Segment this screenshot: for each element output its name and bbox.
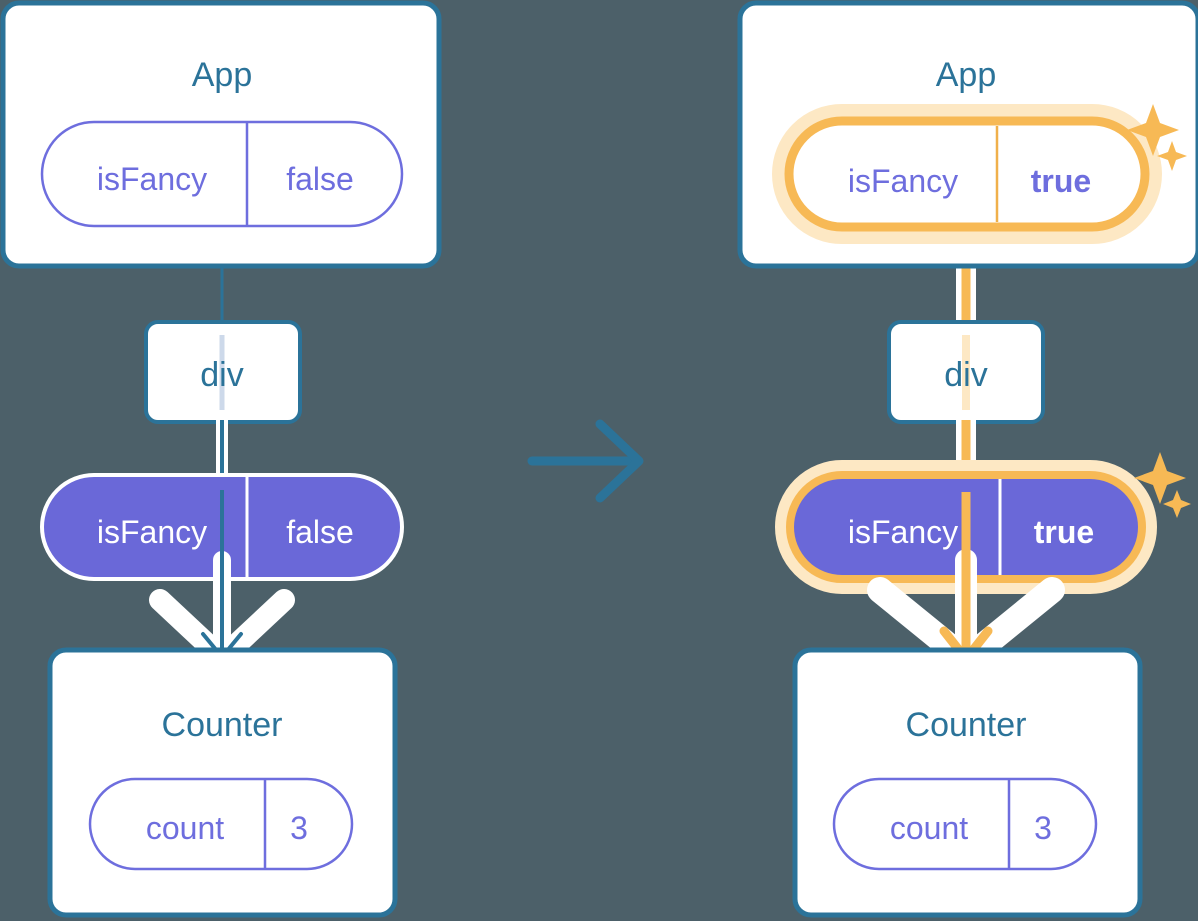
state-pill-counter-value: 3 — [290, 810, 308, 846]
sparkle-icon-app — [1127, 104, 1187, 171]
element-label-div: div — [944, 356, 987, 394]
prop-pill-key: isFancy — [97, 514, 207, 550]
component-box-counter — [47, 647, 398, 918]
component-label-app: App — [936, 56, 997, 94]
prop-pill-value: true — [1034, 514, 1094, 550]
state-pill-app-value: true — [1031, 163, 1091, 199]
transition-arrow — [527, 419, 644, 503]
prop-pill-key: isFancy — [848, 514, 958, 550]
sparkle-small-icon — [1157, 141, 1187, 171]
state-pill-app-highlighted: isFancy true — [772, 104, 1162, 244]
sparkle-large-icon — [1134, 452, 1186, 504]
component-label-counter: Counter — [906, 706, 1027, 744]
state-pill-counter: count 3 — [88, 777, 354, 871]
sparkle-icon-prop — [1134, 452, 1191, 518]
highlight-glow-outer — [772, 104, 1162, 244]
highlight-ring — [784, 116, 1150, 232]
state-pill-app-key: isFancy — [97, 161, 207, 197]
sparkle-large-icon — [1127, 104, 1179, 156]
panel-before: App isFancy false div isFancy false — [0, 0, 442, 918]
state-pill-counter: count 3 — [832, 777, 1098, 871]
state-pill-counter-value: 3 — [1034, 810, 1052, 846]
component-label-app: App — [192, 56, 253, 94]
state-pill-app-key: isFancy — [848, 163, 958, 199]
component-label-counter: Counter — [162, 706, 283, 744]
component-box-counter — [792, 647, 1143, 918]
sparkle-small-icon — [1163, 490, 1191, 518]
state-pill-counter-key: count — [890, 810, 968, 846]
state-pill-counter-key: count — [146, 810, 224, 846]
prop-pill-value: false — [286, 514, 354, 550]
panel-after: App isFancy true div isFancy t — [737, 0, 1198, 918]
component-box-app — [0, 0, 442, 269]
state-pill-app-value: false — [286, 161, 354, 197]
state-pill-app: isFancy false — [40, 120, 404, 228]
element-label-div: div — [200, 356, 243, 394]
